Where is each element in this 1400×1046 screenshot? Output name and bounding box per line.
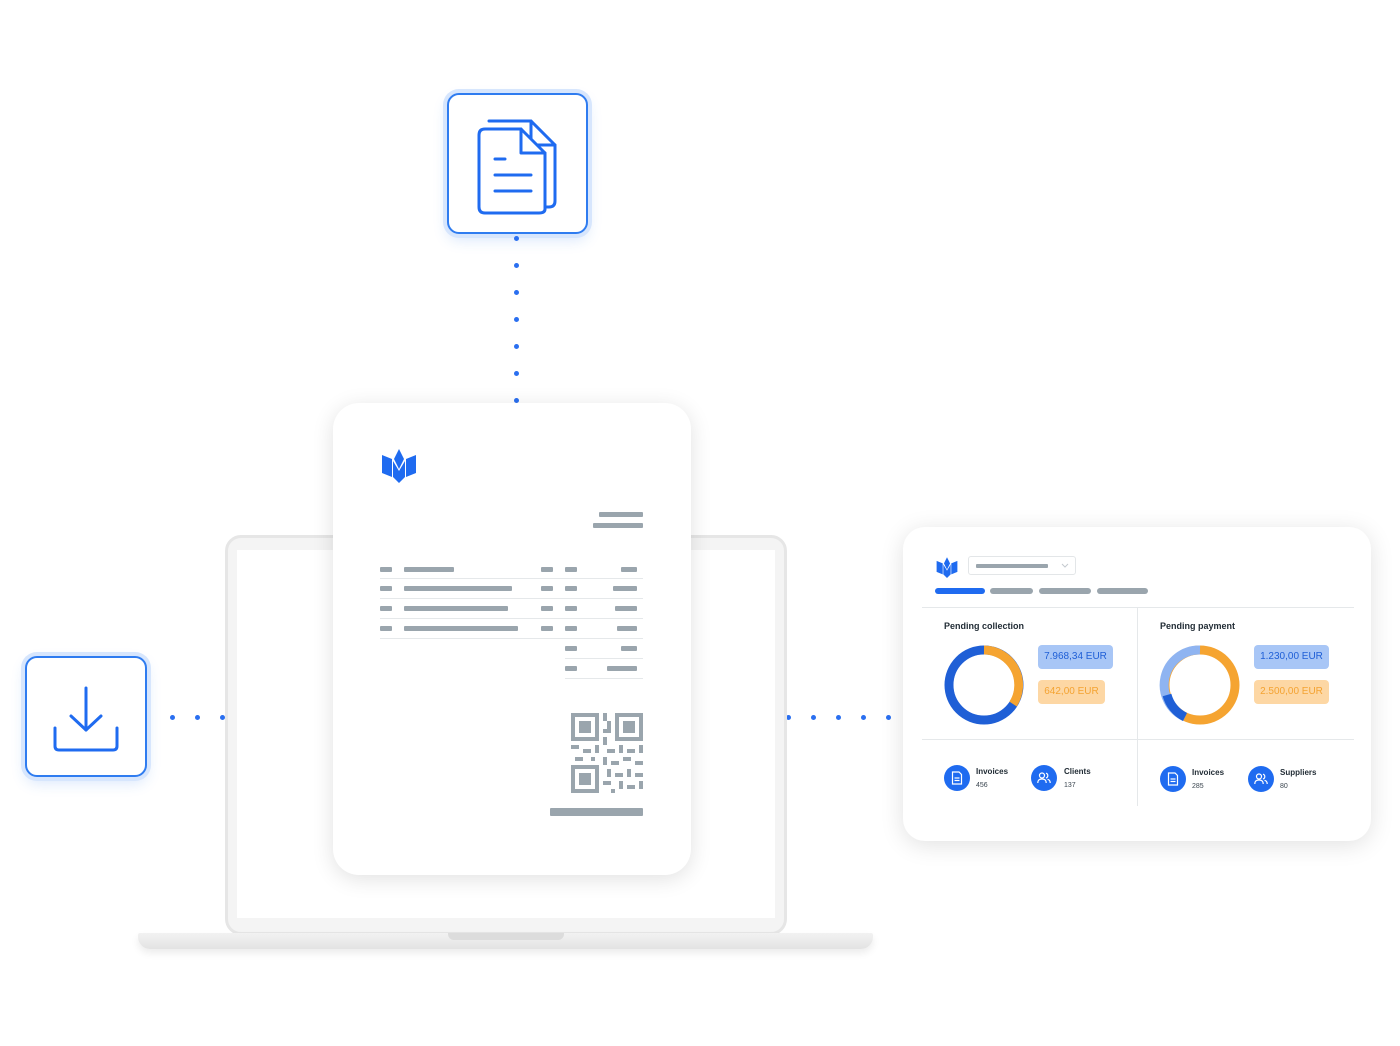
invoice-row-rule [565, 678, 643, 679]
clients-stat-label: Clients [1064, 767, 1091, 776]
invoices-stat-icon [944, 765, 970, 791]
invoice-cell [404, 567, 454, 572]
document-icon [951, 771, 963, 785]
invoice-row-rule [380, 578, 643, 579]
invoices-stat-label: Invoices [976, 767, 1009, 776]
clients-stat-icon [1031, 765, 1057, 791]
suppliers-stat-icon [1248, 766, 1274, 792]
suppliers-stat-label: Suppliers [1280, 768, 1317, 777]
invoice-total-bar [550, 808, 643, 816]
invoice-row-rule [565, 658, 643, 659]
suppliers-stat-value: 80 [1280, 783, 1288, 790]
invoices-stat-value: 285 [1192, 783, 1204, 790]
chevron-down-icon [1061, 563, 1069, 568]
invoice-cell [541, 626, 553, 631]
dashboard-column-divider [1137, 608, 1138, 806]
pending-collection-title: Pending collection [944, 621, 1025, 631]
invoice-cell [404, 586, 512, 591]
invoice-cell [380, 586, 392, 591]
pending-collection-amount-orange: 642,00 EUR [1038, 680, 1105, 704]
laptop-notch [448, 933, 564, 940]
documents-icon-box [447, 93, 588, 234]
invoice-cell [615, 606, 637, 611]
invoice-cell [404, 626, 518, 631]
invoice-cell [541, 586, 553, 591]
brand-logo [382, 449, 416, 483]
users-icon [1254, 773, 1268, 785]
invoice-row-rule [380, 618, 643, 619]
invoice-document [333, 403, 691, 875]
brand-logo [936, 557, 958, 578]
tab-active[interactable] [935, 588, 985, 594]
document-icon [1167, 772, 1179, 786]
dashboard-divider [922, 607, 1354, 608]
invoice-header-line [593, 523, 643, 528]
users-icon [1037, 772, 1051, 784]
qr-code [571, 713, 643, 793]
pending-payment-amount-blue: 1.230,00 EUR [1254, 645, 1329, 669]
invoice-cell [565, 567, 577, 572]
pending-payment-amount-orange: 2.500,00 EUR [1254, 680, 1329, 704]
invoices-stat-icon [1160, 766, 1186, 792]
pending-collection-donut [944, 645, 1024, 725]
invoice-cell [617, 626, 637, 631]
invoice-cell [565, 666, 577, 671]
invoices-stat-label: Invoices [1192, 768, 1225, 777]
invoice-cell [380, 606, 392, 611]
invoice-cell [380, 626, 392, 631]
company-dropdown[interactable] [968, 556, 1076, 575]
invoice-cell [607, 666, 637, 671]
tab[interactable] [1097, 588, 1148, 594]
pending-collection-amount-blue: 7.968,34 EUR [1038, 645, 1113, 669]
invoice-cell [541, 606, 553, 611]
clients-stat-value: 137 [1064, 782, 1076, 789]
invoice-cell [621, 567, 637, 572]
invoice-cell [404, 606, 508, 611]
invoices-stat-value: 456 [976, 782, 988, 789]
tab[interactable] [1039, 588, 1091, 594]
invoice-row-rule [380, 598, 643, 599]
invoice-cell [565, 646, 577, 651]
invoice-cell [565, 606, 577, 611]
dashboard-divider [922, 739, 1354, 740]
invoice-header-line [599, 512, 643, 517]
invoice-cell [380, 567, 392, 572]
invoice-cell [613, 586, 637, 591]
invoice-cell [621, 646, 637, 651]
pending-payment-donut [1159, 645, 1240, 725]
invoice-cell [565, 586, 577, 591]
download-icon [53, 686, 119, 752]
download-icon-box [25, 656, 147, 777]
invoice-cell [541, 567, 553, 572]
documents-icon [477, 119, 557, 215]
laptop-base [138, 933, 873, 949]
invoice-cell [565, 626, 577, 631]
pending-payment-title: Pending payment [1160, 621, 1236, 631]
invoice-row-rule [380, 638, 643, 639]
tab[interactable] [990, 588, 1033, 594]
